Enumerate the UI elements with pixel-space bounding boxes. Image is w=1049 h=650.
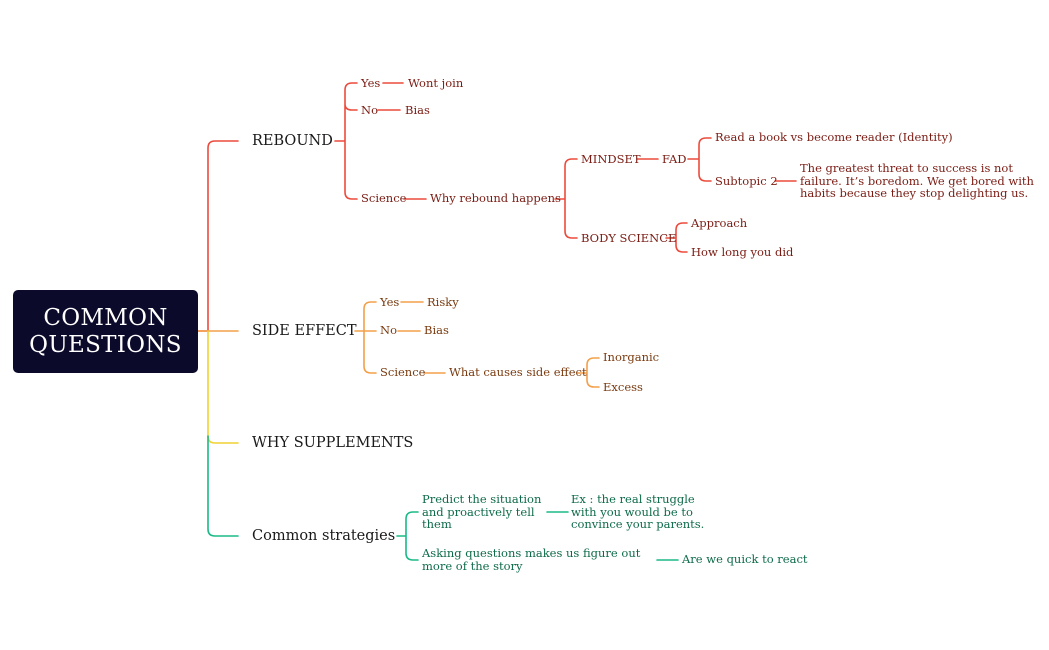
connector-rebound-children <box>334 82 358 200</box>
topic-why-supplements[interactable]: WHY SUPPLEMENTS <box>252 435 414 451</box>
rebound-wont-join[interactable]: Wont join <box>408 76 464 90</box>
connector-fad-children <box>687 137 712 182</box>
root-title-line2: QUESTIONS <box>29 331 182 358</box>
topic-rebound[interactable]: REBOUND <box>252 133 333 149</box>
rebound-science[interactable]: Science <box>361 191 407 205</box>
rebound-no[interactable]: No <box>361 103 378 117</box>
rebound-yes[interactable]: Yes <box>361 76 381 90</box>
side-effect-risky[interactable]: Risky <box>427 295 459 309</box>
side-effect-yes[interactable]: Yes <box>380 295 400 309</box>
side-effect-bias[interactable]: Bias <box>424 323 449 337</box>
connector-strategies-children <box>396 511 419 561</box>
side-effect-excess[interactable]: Excess <box>603 380 643 394</box>
strategy-predict-situation[interactable]: Predict the situation and proactively te… <box>422 492 542 531</box>
side-effect-inorganic[interactable]: Inorganic <box>603 350 660 364</box>
strategy-asking-questions[interactable]: Asking questions makes us figure out mor… <box>422 546 641 573</box>
root-title-line1: COMMON <box>43 304 168 331</box>
rebound-mindset[interactable]: MINDSET <box>581 152 641 166</box>
connector-what-children <box>577 357 600 388</box>
side-effect-science[interactable]: Science <box>380 365 426 379</box>
root-node-common-questions[interactable]: COMMON QUESTIONS <box>13 290 198 373</box>
rebound-read-a-book[interactable]: Read a book vs become reader (Identity) <box>715 130 953 144</box>
rebound-how-long[interactable]: How long you did <box>691 245 794 259</box>
rebound-quote[interactable]: The greatest threat to success is not fa… <box>800 161 1034 200</box>
connector-root-rebound <box>197 140 239 332</box>
strategy-quick-to-react[interactable]: Are we quick to react <box>682 552 808 566</box>
rebound-why-rebound-happens[interactable]: Why rebound happens <box>430 191 561 205</box>
strategy-example[interactable]: Ex : the real struggle with you would be… <box>571 492 705 531</box>
topic-common-strategies[interactable]: Common strategies <box>252 528 396 544</box>
rebound-approach[interactable]: Approach <box>691 216 748 230</box>
side-effect-what-causes[interactable]: What causes side effect <box>449 365 587 379</box>
connector-body-children <box>665 222 688 253</box>
side-effect-no[interactable]: No <box>380 323 397 337</box>
topic-side-effect[interactable]: SIDE EFFECT <box>252 323 357 339</box>
connector-why-mindset <box>554 158 578 239</box>
rebound-fad[interactable]: FAD <box>662 152 687 166</box>
connector-side-children <box>354 301 377 374</box>
rebound-bias[interactable]: Bias <box>405 103 430 117</box>
rebound-body-science[interactable]: BODY SCIENCE <box>581 231 677 245</box>
rebound-subtopic-2[interactable]: Subtopic 2 <box>715 174 778 188</box>
connector-root-common-strategies <box>207 435 239 537</box>
connector-root-why-supplements <box>207 330 239 444</box>
